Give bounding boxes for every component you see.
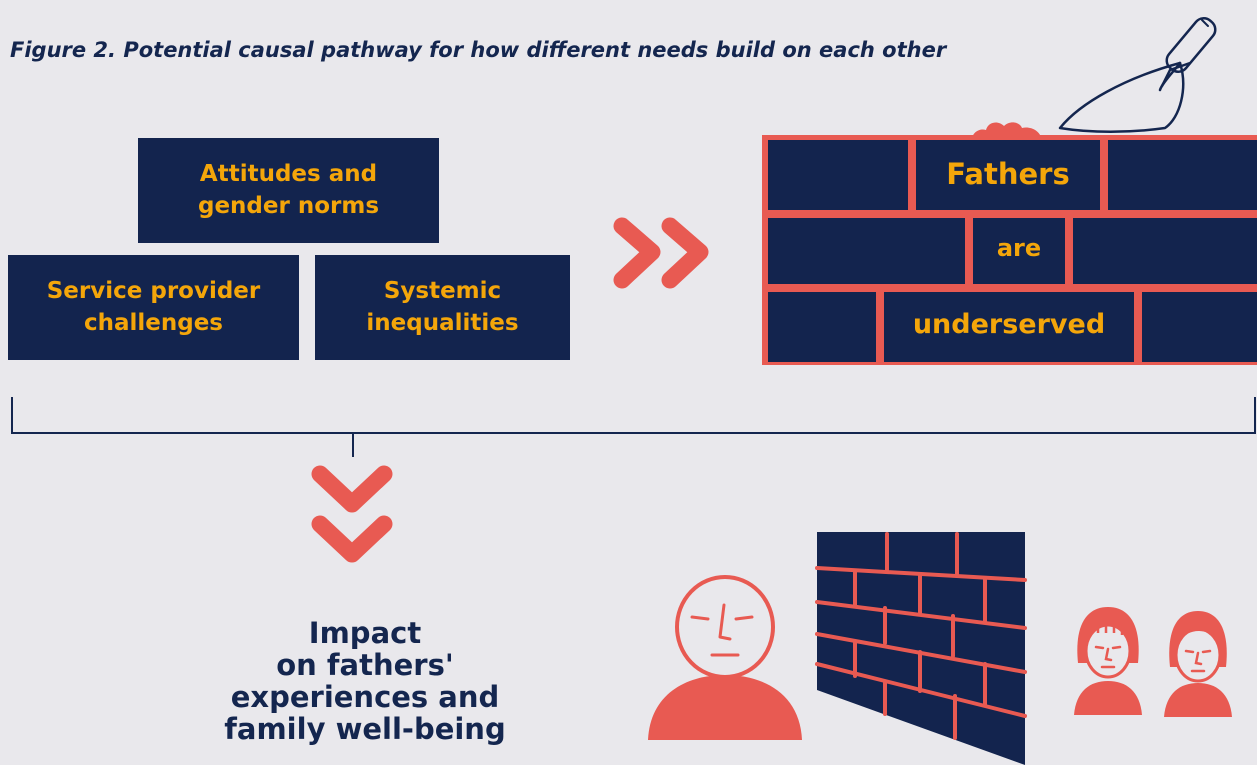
brick (1108, 140, 1257, 210)
brick (768, 292, 876, 362)
double-chevron-down-icon (311, 465, 393, 563)
bracket-connector (11, 397, 1256, 457)
sad-woman-icon (1074, 607, 1142, 715)
brick-wall (762, 135, 1257, 365)
block-service-provider-challenges: Service provider challenges (8, 255, 299, 360)
brick (973, 218, 1065, 284)
brick-wall-icon (815, 532, 1027, 765)
sad-woman-icon (1164, 611, 1232, 717)
brick (916, 140, 1100, 210)
block-attitudes-line2: gender norms (197, 192, 380, 219)
wall-word-underserved: underserved (912, 309, 1106, 340)
double-chevron-right-icon (613, 217, 709, 289)
brick (768, 218, 965, 284)
trowel-icon (1058, 17, 1217, 133)
wall-word-are: are (996, 234, 1042, 262)
outcome-text: Impact on fathers' experiences and famil… (170, 616, 560, 746)
block-attitudes-gender-norms: Attitudes and gender norms (138, 138, 439, 243)
block-service-line2: challenges (83, 309, 223, 336)
sad-man-icon (648, 575, 802, 740)
brick (1073, 218, 1257, 284)
wall-word-fathers: Fathers (946, 157, 1070, 191)
block-attitudes-line1: Attitudes and (199, 160, 378, 187)
outcome-line1: Impact (308, 616, 422, 650)
block-service-line1: Service provider (46, 277, 261, 304)
brick (884, 292, 1134, 362)
brick (768, 140, 908, 210)
block-systemic-inequalities: Systemic inequalities (315, 255, 570, 360)
block-systemic-line2: inequalities (366, 309, 519, 336)
block-systemic-line1: Systemic (383, 277, 502, 304)
outcome-line4: family well-being (224, 711, 506, 746)
brick (1142, 292, 1257, 362)
figure-caption: Figure 2. Potential causal pathway for h… (10, 38, 947, 62)
outcome-line2: on fathers' (276, 647, 454, 682)
outcome-line3: experiences and (230, 679, 500, 714)
